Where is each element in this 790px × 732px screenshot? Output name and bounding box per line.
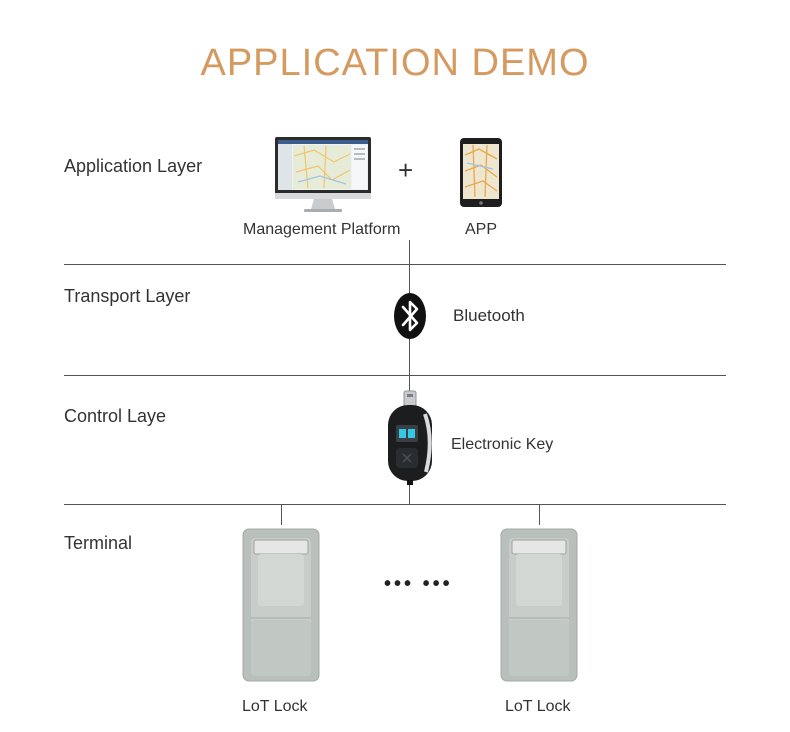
layer-label-terminal: Terminal bbox=[64, 533, 133, 553]
bluetooth-label: Bluetooth bbox=[453, 306, 525, 325]
page-title: APPLICATION DEMO bbox=[200, 42, 590, 84]
divider-transport-control bbox=[64, 375, 726, 376]
ellipsis-more-locks: ••• ••• bbox=[384, 573, 453, 595]
connector-lock-right bbox=[539, 504, 540, 525]
divider-application-transport bbox=[64, 264, 726, 265]
electronic-key-label: Electronic Key bbox=[451, 436, 554, 453]
management-platform-label: Management Platform bbox=[243, 221, 401, 238]
layer-label-application: Application Layer bbox=[64, 156, 203, 176]
bluetooth-icon bbox=[394, 293, 426, 339]
lock-label-right: LoT Lock bbox=[505, 698, 571, 715]
tablet-icon bbox=[460, 138, 502, 207]
layer-label-control: Control Laye bbox=[64, 406, 167, 426]
connector-lock-left bbox=[281, 504, 282, 525]
lock-icon-left bbox=[242, 528, 320, 682]
lock-icon-right bbox=[500, 528, 578, 682]
connector-key-terminal bbox=[409, 482, 410, 504]
lock-label-left: LoT Lock bbox=[242, 698, 308, 715]
app-label: APP bbox=[465, 221, 498, 238]
connector-app-bluetooth bbox=[409, 240, 410, 293]
electronic-key-icon bbox=[388, 390, 432, 485]
divider-control-terminal bbox=[64, 504, 726, 505]
connector-bluetooth-key bbox=[409, 338, 410, 392]
monitor-icon bbox=[275, 137, 371, 212]
layer-label-transport: Transport Layer bbox=[64, 286, 191, 306]
plus-sign: + bbox=[398, 155, 414, 185]
